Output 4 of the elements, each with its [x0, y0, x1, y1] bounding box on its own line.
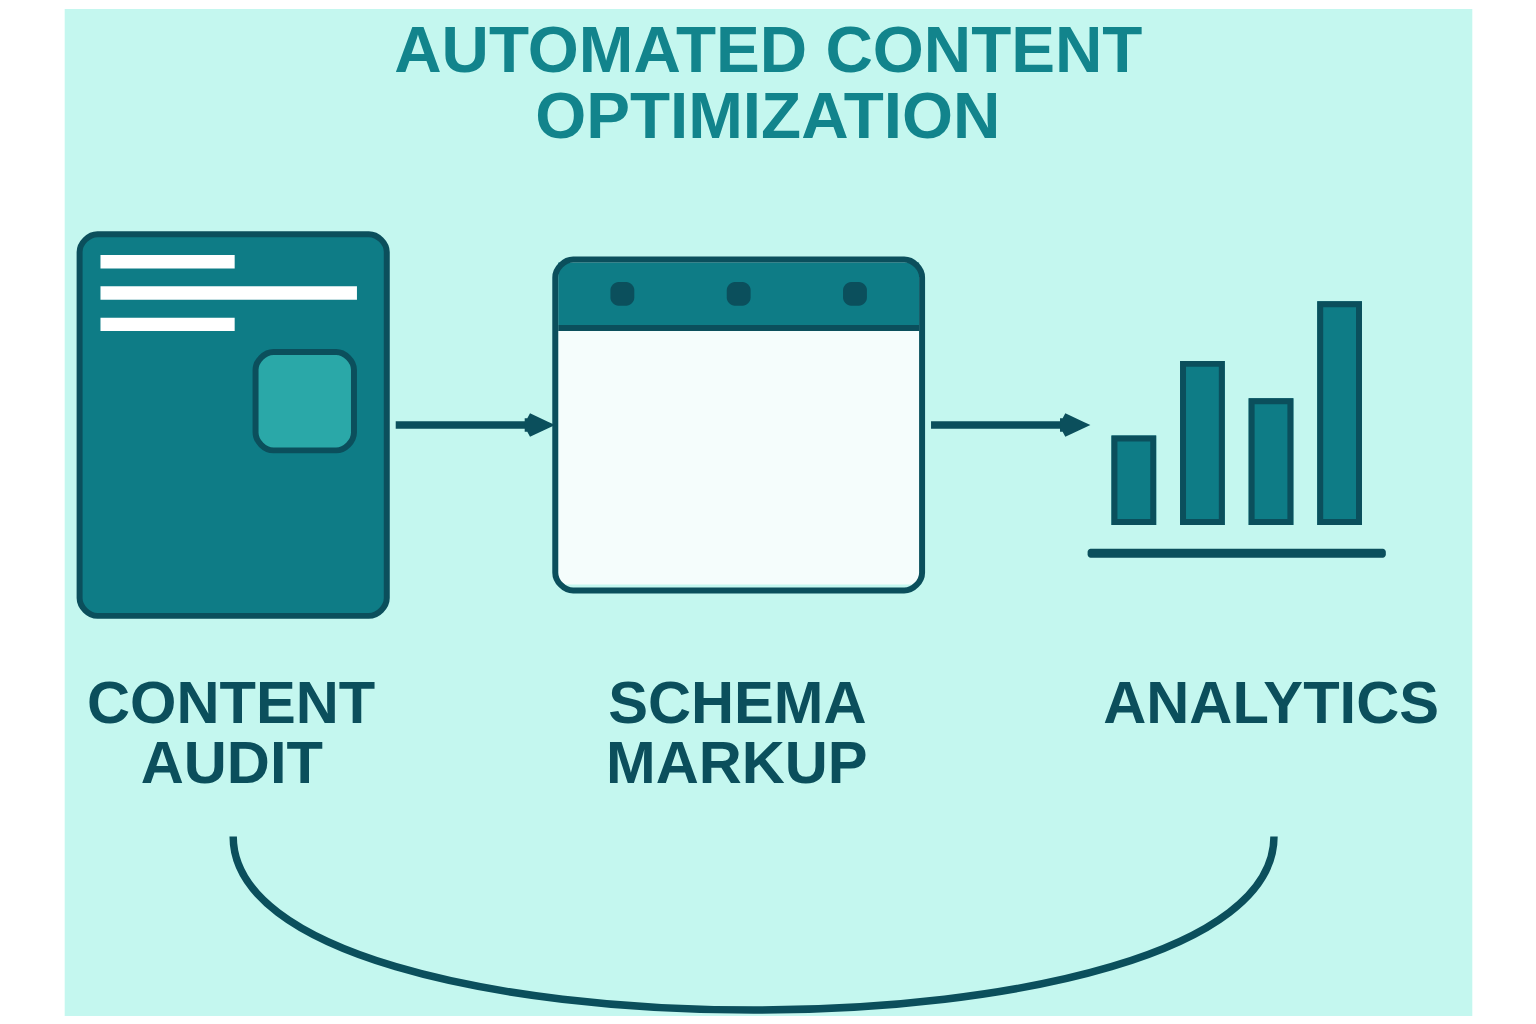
diagram-title: AUTOMATED CONTENT OPTIMIZATION	[393, 12, 1142, 152]
node-label: ANALYTICS	[1102, 668, 1439, 736]
node-label: CONTENT AUDIT	[86, 668, 375, 796]
node-label: SCHEMA MARKUP	[605, 668, 868, 796]
